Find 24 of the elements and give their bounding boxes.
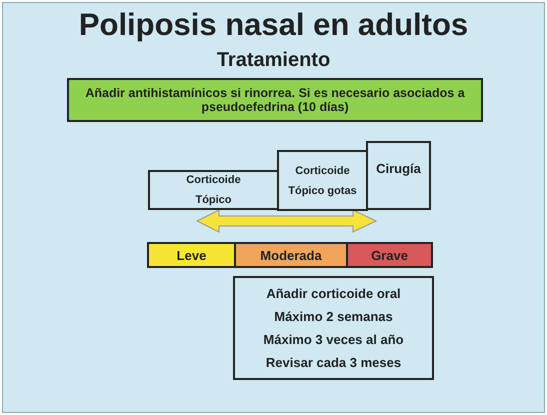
double-arrow — [196, 209, 378, 233]
box-text: Corticoide — [186, 174, 241, 186]
treatment-box — [366, 141, 431, 210]
box-text: Grave — [371, 248, 408, 262]
box-text: Máximo 3 veces al año — [263, 332, 404, 347]
note-banner — [67, 78, 483, 122]
severity-segment — [234, 242, 348, 268]
treatment-box — [148, 170, 279, 210]
treatment-box — [233, 276, 434, 380]
treatment-box — [277, 150, 368, 211]
subtitle: Tratamiento — [216, 49, 332, 72]
box-text: Tópico — [195, 194, 232, 206]
title: Poliposis nasal en adultos — [78, 7, 470, 43]
box-text: Cirugía — [376, 161, 421, 176]
severity-segment — [346, 242, 433, 268]
severity-segment — [147, 242, 236, 268]
box-text: Añadir antihistamínicos si rinorrea. Si es necesario asociados a pseudoefedrina (10 días) — [84, 86, 466, 114]
box-text: Leve — [176, 248, 206, 262]
box-text: Moderada — [260, 248, 322, 262]
box-text: Máximo 2 semanas — [274, 309, 393, 324]
box-text: Revisar cada 3 meses — [266, 355, 402, 370]
box-text: Tópico gotas — [288, 184, 357, 196]
box-text: Añadir corticoide oral — [266, 286, 401, 301]
box-text: Corticoide — [295, 164, 350, 176]
